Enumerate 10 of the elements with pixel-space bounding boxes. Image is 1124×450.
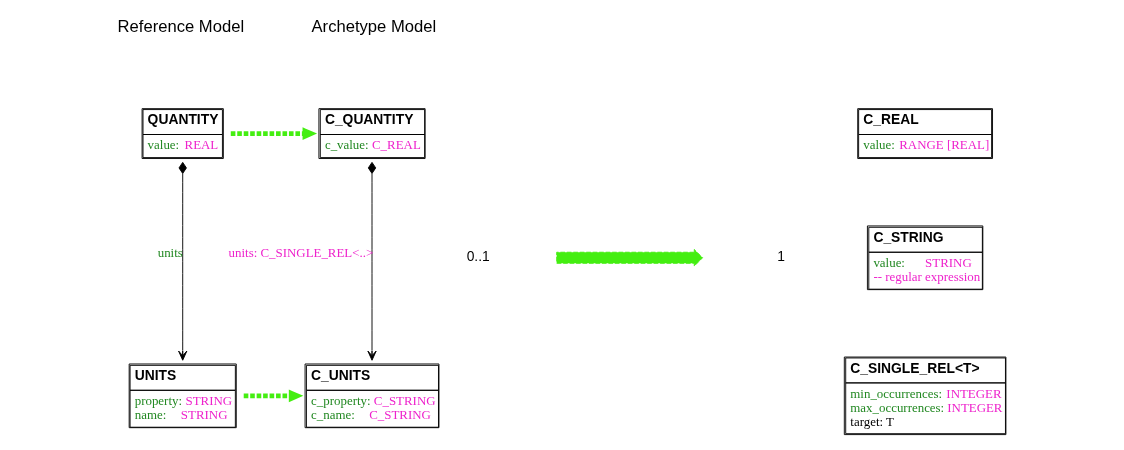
arrow xyxy=(243,389,304,403)
edge-label: units: C_SINGLE_REL<..> xyxy=(228,245,374,261)
label: Archetype Model xyxy=(311,17,437,37)
node-arrow xyxy=(556,249,704,267)
label: Reference Model xyxy=(117,17,245,37)
arrow xyxy=(178,161,188,361)
label: 0..1 xyxy=(466,248,490,265)
arrow xyxy=(230,127,318,140)
label: 1 xyxy=(777,248,785,265)
arrow xyxy=(367,161,377,361)
